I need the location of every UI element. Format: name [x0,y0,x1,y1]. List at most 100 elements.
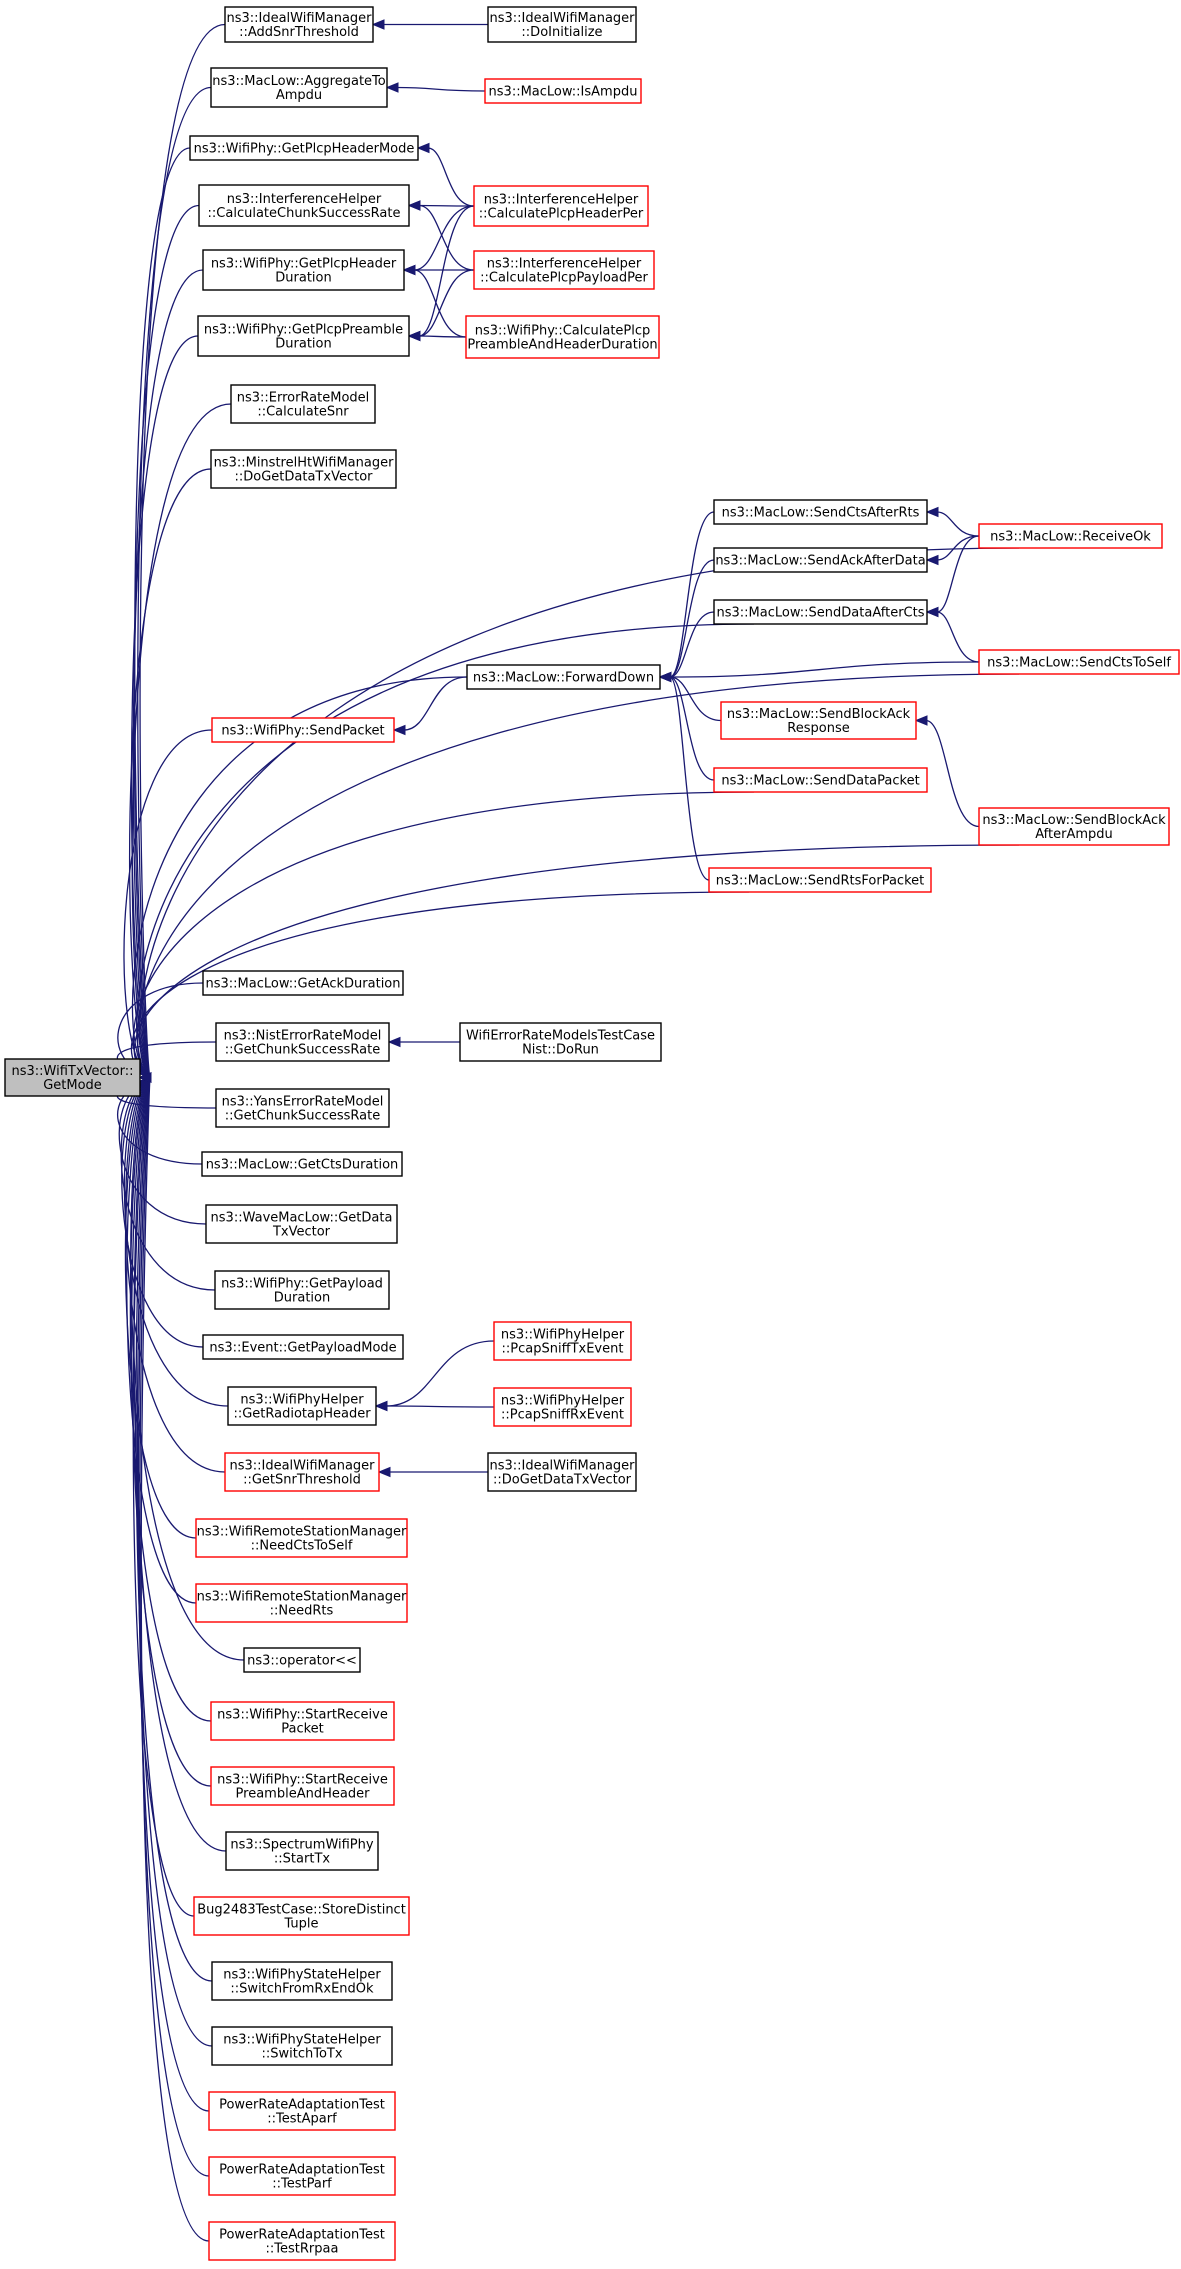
node-box [208,2091,396,2131]
node-box [493,1321,632,1361]
node-box [227,1386,377,1426]
node-plcpHdrPer[interactable]: ns3::InterferenceHelper::CalculatePlcpHe… [473,185,649,227]
node-box [198,184,410,227]
node-calcSnr[interactable]: ns3::ErrorRateModel::CalculateSnr [230,384,376,424]
node-box [243,1647,361,1673]
node-label: ::StartTx [274,1852,330,1867]
node-box [978,649,1180,675]
node-ackAfterData[interactable]: ns3::MacLow::SendAckAfterData [713,547,928,573]
node-label: ns3::MacLow::IsAmpdu [489,85,638,100]
node-testAparf[interactable]: PowerRateAdaptationTest::TestAparf [208,2091,396,2131]
node-getSnrThr[interactable]: ns3::IdealWifiManager::GetSnrThreshold [224,1452,380,1492]
node-startRecvPre[interactable]: ns3::WifiPhy::StartReceivePreambleAndHea… [210,1766,395,1806]
node-label: ::DoGetDataTxVector [493,1473,632,1488]
arrowhead-calcPreHdr-to-plcpPreDur [407,330,421,342]
node-testParf[interactable]: PowerRateAdaptationTest::TestParf [208,2156,396,2196]
node-box [210,449,397,489]
node-box [210,1701,395,1741]
edge-receiveOk-to-dataAfterCts [936,535,980,613]
node-receiveOk[interactable]: ns3::MacLow::ReceiveOk [978,523,1163,549]
node-switchTx[interactable]: ns3::WifiPhyStateHelper::SwitchToTx [211,2026,393,2066]
arrowhead-rtsForPacket-to-forwardDown [658,671,672,683]
node-waveMac[interactable]: ns3::WaveMacLow::GetDataTxVector [205,1204,398,1244]
edge-pcapTx-to-radiotap [385,1340,495,1407]
edge-plcpPreDur-to-root [130,335,199,1078]
node-label: ns3::MacLow::SendAckAfterData [715,554,925,569]
node-forwardDown[interactable]: ns3::MacLow::ForwardDown [466,664,661,690]
node-label: Bug2483TestCase::StoreDistinct [197,1903,406,1918]
node-spectrumTx[interactable]: ns3::SpectrumWifiPhy::StartTx [225,1831,379,1871]
edge-testParf-to-root [139,1077,210,2177]
node-label: Ampdu [276,88,322,103]
node-label: ns3::YansErrorRateModel [222,1095,384,1110]
node-operatorLs[interactable]: ns3::operator<< [243,1647,361,1673]
node-radiotap[interactable]: ns3::WifiPhyHelper::GetRadiotapHeader [227,1386,377,1426]
node-label: ns3::operator<< [247,1654,357,1669]
node-label: ns3::NistErrorRateModel [224,1029,382,1044]
node-testRrpaa[interactable]: PowerRateAdaptationTest::TestRrpaa [208,2221,396,2261]
node-isAmpdu[interactable]: ns3::MacLow::IsAmpdu [484,78,642,104]
node-ctsToSelf[interactable]: ns3::MacLow::SendCtsToSelf [978,649,1180,675]
node-payloadMode[interactable]: ns3::Event::GetPayloadMode [202,1334,404,1360]
node-label: ::GetChunkSuccessRate [225,1043,380,1058]
node-needCts[interactable]: ns3::WifiRemoteStationManager::NeedCtsTo… [195,1518,408,1558]
node-rtsForPacket[interactable]: ns3::MacLow::SendRtsForPacket [708,867,932,893]
node-box [4,1058,141,1097]
node-plcpPayPer[interactable]: ns3::InterferenceHelper::CalculatePlcpPa… [473,250,655,290]
node-box [215,1088,390,1128]
node-dataAfterCts[interactable]: ns3::MacLow::SendDataAfterCts [713,599,928,625]
node-doInit[interactable]: ns3::IdealWifiManager::DoInitialize [487,6,637,43]
edge-plcpHdrPer-to-plcpPreDur [418,205,475,337]
node-yansChunk[interactable]: ns3::YansErrorRateModel::GetChunkSuccess… [215,1088,390,1128]
edge-calcPreHdr-to-plcpPreDur [418,335,467,338]
node-label: ::AddSnrThreshold [239,25,359,40]
node-box [202,970,404,996]
node-box [978,807,1170,846]
node-label: ns3::WifiPhyStateHelper [223,2033,381,2048]
node-box [487,6,637,43]
node-box [205,1204,398,1244]
node-root[interactable]: ns3::WifiTxVector::GetMode [4,1058,141,1097]
edge-ctsAfterRts-to-forwardDown [669,511,715,678]
node-pcapRx[interactable]: ns3::WifiPhyHelper::PcapSniffRxEvent [493,1387,632,1427]
node-label: ns3::InterferenceHelper [487,257,642,272]
edge-ctsToSelf-to-dataAfterCts [936,611,980,663]
node-box [210,67,388,108]
node-doGetData[interactable]: ns3::IdealWifiManager::DoGetDataTxVector [487,1452,637,1492]
node-label: ns3::WifiTxVector:: [11,1064,133,1079]
node-nistChunk[interactable]: ns3::NistErrorRateModel::GetChunkSuccess… [215,1022,390,1062]
node-dataPacket[interactable]: ns3::MacLow::SendDataPacket [713,767,928,793]
node-minstrel[interactable]: ns3::MinstrelHtWifiManager::DoGetDataTxV… [210,449,397,489]
node-needRts[interactable]: ns3::WifiRemoteStationManager::NeedRts [195,1583,408,1623]
node-label: PreambleAndHeaderDuration [467,338,657,353]
edge-dataPacket-to-root [132,791,755,1079]
node-calcPreHdr[interactable]: ns3::WifiPhy::CalculatePlcpPreambleAndHe… [465,315,660,359]
node-label: ns3::InterferenceHelper [227,192,382,207]
node-ctsDur[interactable]: ns3::MacLow::GetCtsDuration [201,1151,403,1177]
node-ackDur[interactable]: ns3::MacLow::GetAckDuration [202,970,404,996]
node-pcapTx[interactable]: ns3::WifiPhyHelper::PcapSniffTxEvent [493,1321,632,1361]
node-label: ns3::IdealWifiManager [229,1459,375,1474]
node-sendPacket[interactable]: ns3::WifiPhy::SendPacket [211,717,395,743]
node-label: PowerRateAdaptationTest [219,2163,385,2178]
node-switchRx[interactable]: ns3::WifiPhyStateHelper::SwitchFromRxEnd… [211,1961,393,2001]
node-box [208,2221,396,2261]
edge-calcPreHdr-to-plcpHdrDur [413,269,467,338]
node-box [225,1831,379,1871]
node-plcpHdrMode[interactable]: ns3::WifiPhy::GetPlcpHeaderMode [189,135,419,161]
node-addSnr[interactable]: ns3::IdealWifiManager::AddSnrThreshold [224,6,374,43]
edge-payloadMode-to-root [121,1076,204,1348]
node-label: ::TestParf [272,2177,332,2192]
node-label: ns3::MacLow::ReceiveOk [990,530,1151,545]
node-chunkSucc[interactable]: ns3::InterferenceHelper::CalculateChunkS… [198,184,410,227]
node-ctsAfterRts[interactable]: ns3::MacLow::SendCtsAfterRts [713,499,928,525]
